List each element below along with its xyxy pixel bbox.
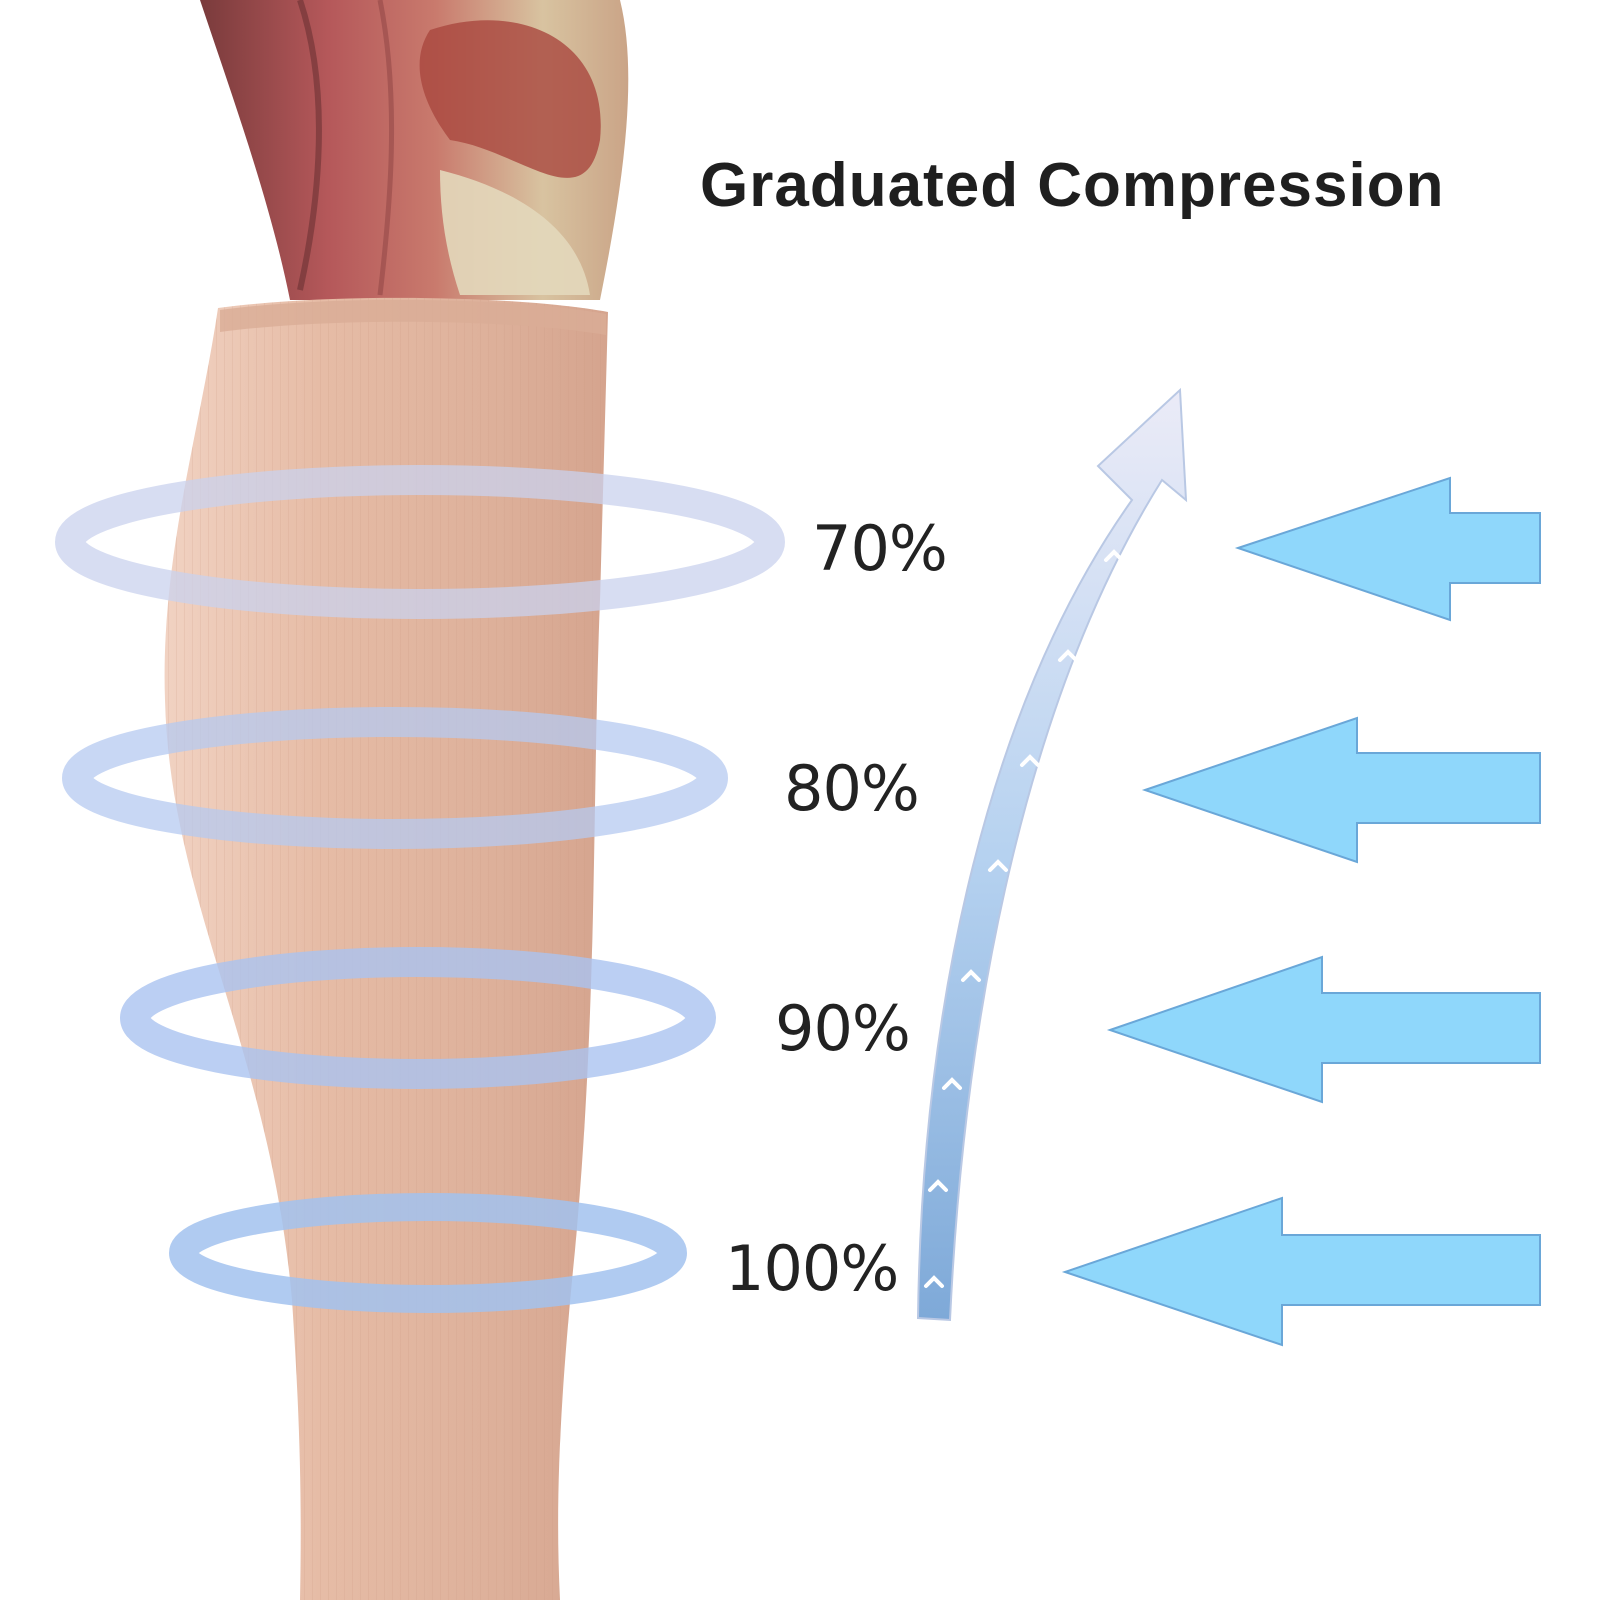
pressure-arrow-icon [1234, 476, 1541, 622]
chevron-up-icon [1104, 549, 1124, 562]
ring-90 [120, 947, 716, 1089]
chevron-up-icon [1020, 754, 1040, 767]
chevron-up-icon [928, 1179, 948, 1192]
ring-80 [62, 707, 728, 849]
pressure-arrow-icon [1141, 716, 1541, 864]
flow-arrow-icon [916, 387, 1188, 1322]
pressure-arrow-icon [1106, 955, 1541, 1104]
compression-level-80: 80% [784, 752, 920, 825]
ring-100 [169, 1193, 687, 1313]
chevron-up-icon [1058, 649, 1078, 662]
compression-rings [55, 465, 785, 1313]
diagram-title: Graduated Compression [700, 151, 1445, 220]
chevron-up-icon [961, 969, 981, 982]
chevron-up-icon [924, 1275, 944, 1288]
chevron-up-icon [942, 1077, 962, 1090]
chevron-up-icon [988, 859, 1008, 872]
ring-70 [55, 465, 785, 619]
compression-level-70: 70% [812, 512, 948, 585]
compression-level-90: 90% [775, 992, 911, 1065]
pressure-arrows [1061, 476, 1541, 1347]
leg-muscles [200, 0, 629, 300]
pressure-arrow-icon [1061, 1196, 1541, 1347]
compression-level-100: 100% [725, 1232, 899, 1305]
